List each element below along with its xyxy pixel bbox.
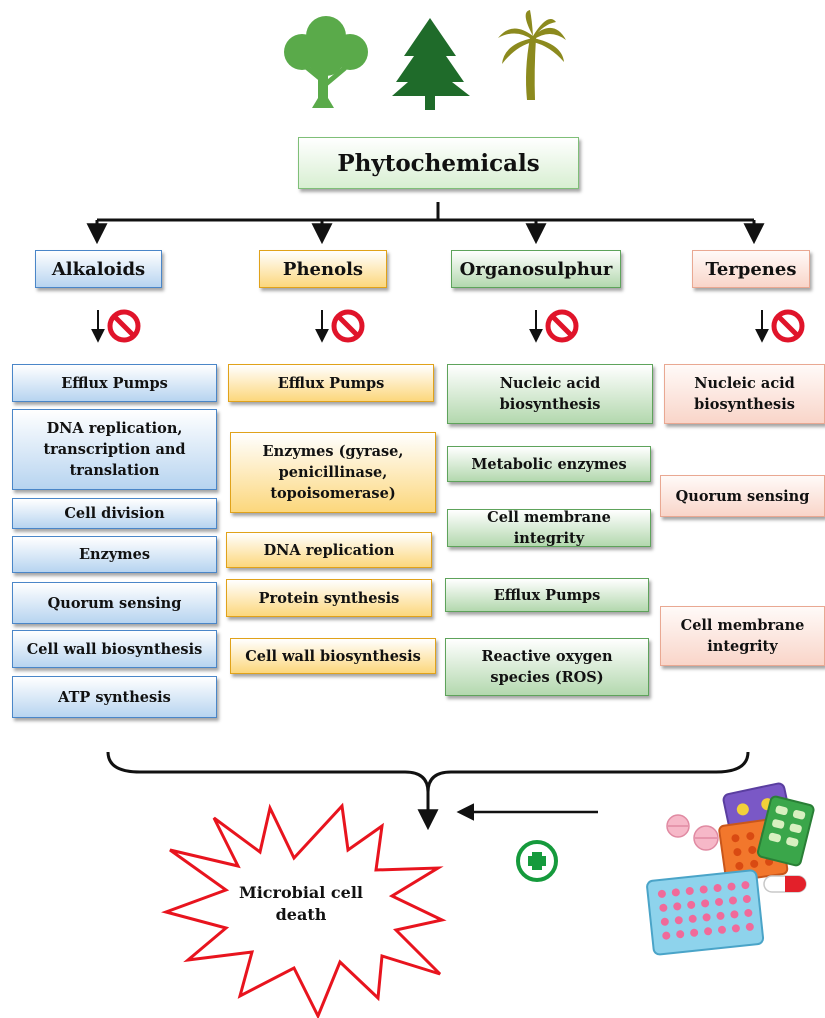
title-box: Phytochemicals	[298, 137, 579, 189]
terpenes-target: Quorum sensing	[660, 475, 825, 517]
outcome-label: Microbial cell death	[239, 883, 363, 924]
pill-blister-blue	[646, 869, 765, 956]
alkaloids-target: Cell division	[12, 498, 217, 529]
organosulphur-target: Nucleic acid biosynthesis	[447, 364, 653, 424]
pill-blister-green	[756, 795, 815, 867]
phenols-target: Cell wall biosynthesis	[230, 638, 436, 674]
broadleaf-tree-icon	[284, 16, 368, 108]
prohibition-icon	[771, 309, 805, 343]
organosulphur-target: Metabolic enzymes	[447, 446, 651, 482]
category-phenols: Phenols	[259, 250, 387, 288]
prohibition-icon	[545, 309, 579, 343]
category-terpenes: Terpenes	[692, 250, 810, 288]
category-alkaloids: Alkaloids	[35, 250, 162, 288]
phenols-target: Efflux Pumps	[228, 364, 434, 402]
phenols-target: Protein synthesis	[226, 579, 432, 617]
category-organosulphur: Organosulphur	[451, 250, 621, 288]
palm-tree-icon	[498, 10, 566, 100]
pink-tablets	[666, 814, 719, 851]
organosulphur-target: Cell membrane integrity	[447, 509, 651, 547]
alkaloids-target: Enzymes	[12, 536, 217, 573]
capsule	[763, 875, 807, 893]
alkaloids-target: Efflux Pumps	[12, 364, 217, 402]
alkaloids-target: Cell wall biosynthesis	[12, 630, 217, 668]
terpenes-target: Nucleic acid biosynthesis	[664, 364, 825, 424]
alkaloids-target: DNA replication, transcription and trans…	[12, 409, 217, 490]
alkaloids-target: ATP synthesis	[12, 676, 217, 718]
pine-tree-icon	[392, 18, 470, 110]
terpenes-target: Cell membrane integrity	[660, 606, 825, 666]
organosulphur-target: Reactive oxygen species (ROS)	[445, 638, 649, 696]
alkaloids-target: Quorum sensing	[12, 582, 217, 624]
organosulphur-target: Efflux Pumps	[445, 578, 649, 612]
phenols-target: DNA replication	[226, 532, 432, 568]
prohibition-icon	[107, 309, 141, 343]
title-text: Phytochemicals	[337, 149, 540, 177]
prohibition-icon	[331, 309, 365, 343]
phenols-target: Enzymes (gyrase, penicillinase, topoisom…	[230, 432, 436, 513]
